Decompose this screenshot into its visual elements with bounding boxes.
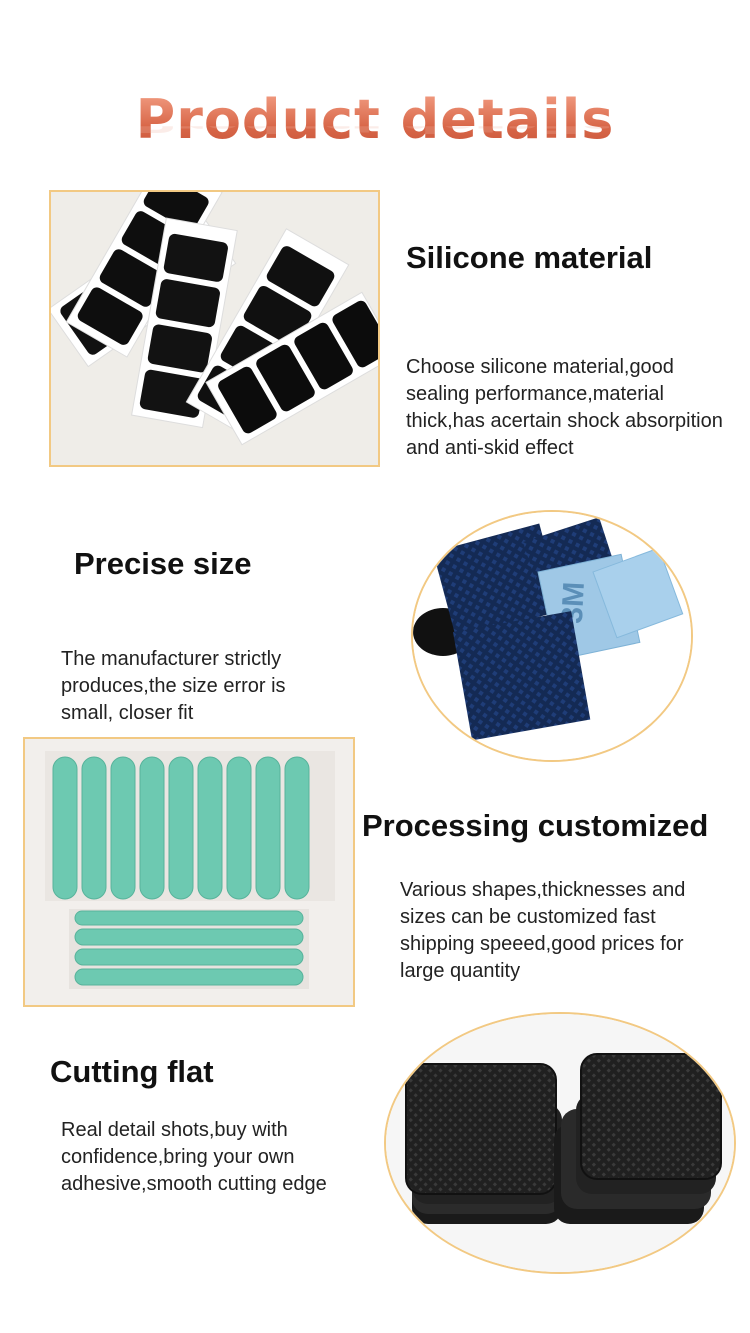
precise-size-image: 3M: [411, 510, 693, 762]
processing-customized-image: [23, 737, 355, 1007]
silicone-material-image: [49, 190, 380, 467]
section-desc-processing-customized: Various shapes,thicknesses and sizes can…: [400, 879, 686, 982]
section-heading-cutting-flat: Cutting flat: [50, 1054, 214, 1089]
stacked-square-pads-photo: [386, 1014, 734, 1272]
section-heading-silicone-material: Silicone material: [406, 240, 653, 275]
section-heading-precise-size: Precise size: [74, 546, 252, 581]
section-desc-cutting-flat: Real detail shots,buy with confidence,br…: [61, 1119, 327, 1195]
green-strips-photo: [25, 739, 353, 1005]
section-desc-precise-size: The manufacturer strictly produces,the s…: [61, 648, 286, 724]
page-title: Product details: [0, 88, 750, 151]
page-title-reflection: Product details: [0, 126, 750, 138]
section-desc-silicone-material: Choose silicone material,good sealing pe…: [406, 356, 723, 459]
cutting-flat-image: [384, 1012, 736, 1274]
black-silicone-sheets-photo: [51, 192, 378, 465]
textured-pads-3m-backing-photo: 3M: [413, 512, 691, 760]
section-heading-processing-customized: Processing customized: [362, 808, 709, 843]
